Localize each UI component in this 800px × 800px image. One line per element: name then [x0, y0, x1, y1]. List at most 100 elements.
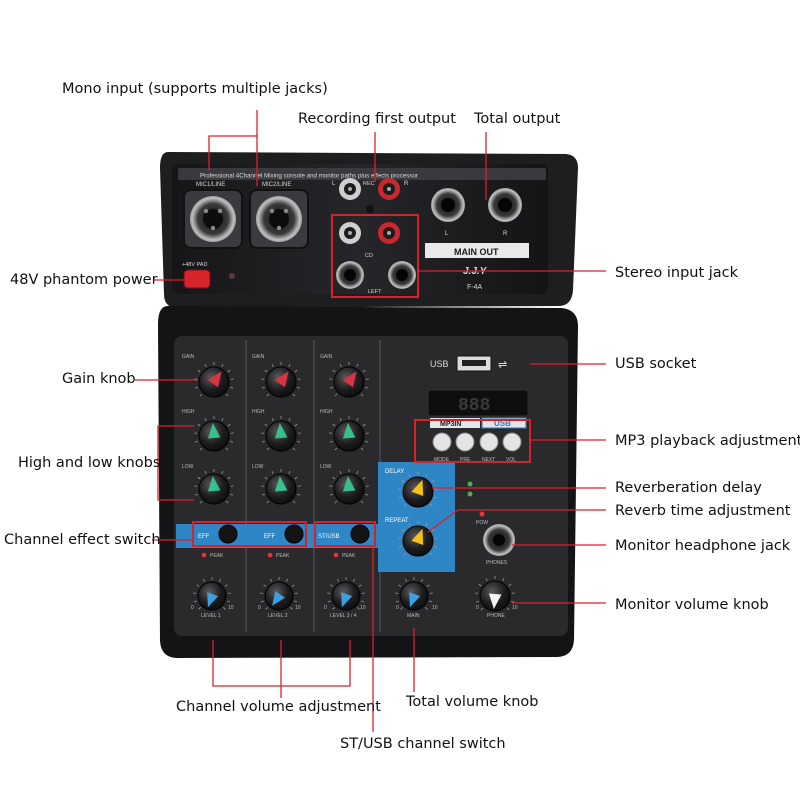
phantom-led: [229, 273, 235, 279]
main-volume-knob[interactable]: [395, 577, 433, 611]
label-reverb-time: Reverb time adjustment: [615, 503, 791, 519]
ch1-low-knob[interactable]: [194, 469, 234, 505]
power-led: [479, 511, 485, 517]
display-digits: 888: [458, 396, 490, 416]
svg-text:0: 0: [258, 605, 261, 611]
main-out-plate: [425, 243, 529, 258]
eff-label-2: EFF: [264, 534, 276, 540]
mp3-mode-button[interactable]: [432, 432, 452, 452]
rec-rca-jacks[interactable]: [339, 178, 400, 200]
label-channel-volume: Channel volume adjustment: [176, 699, 381, 715]
rear-header-strip: [178, 168, 546, 180]
ch1-high-knob[interactable]: [194, 416, 234, 452]
peak-label-2: PEAK: [276, 553, 290, 559]
peak-label-3: PEAK: [342, 553, 356, 559]
rec-label: REC: [363, 181, 375, 187]
ch2-level-knob[interactable]: [260, 577, 298, 611]
level2-label: LEVEL 2: [268, 613, 288, 619]
label-usb-socket: USB socket: [615, 356, 697, 372]
rca-r-label-top: R: [404, 181, 409, 187]
main-out-r-label: R: [503, 231, 508, 237]
mp3-btn-label-pre: PRE: [460, 457, 471, 463]
mp3-button-row: [432, 432, 522, 452]
label-phantom-power: 48V phantom power: [10, 272, 158, 288]
st-usb-callout-box: [314, 521, 376, 547]
mp3-prev-button[interactable]: [455, 432, 475, 452]
callout-boxes: [192, 214, 531, 547]
ch3-low-label: LOW: [320, 464, 332, 470]
usb-symbol-icon: ⇌: [498, 359, 507, 371]
mp3-vol-button[interactable]: [502, 432, 522, 452]
knob-layer: [193, 362, 515, 612]
repeat-label: REPEAT: [385, 518, 409, 524]
effect-led: [467, 491, 473, 497]
headphone-jack[interactable]: [483, 524, 515, 556]
mp3in-text: MP3IN: [440, 421, 461, 428]
effect-led: [467, 481, 473, 487]
ch2-low-label: LOW: [252, 464, 264, 470]
rca-l-label-top: L: [332, 181, 336, 187]
ch1-gain-label: GAIN: [182, 354, 195, 360]
ch3-low-knob[interactable]: [329, 469, 369, 505]
pow-label: POW: [476, 520, 488, 526]
phone-label: PHONE: [487, 613, 505, 619]
ch1-effect-switch[interactable]: [218, 524, 238, 544]
main-out-l-label: L: [445, 231, 449, 237]
ch2-gain-knob[interactable]: [261, 362, 301, 398]
effect-band-left: [176, 524, 378, 548]
ch3-gain-knob[interactable]: [329, 362, 369, 398]
rca-divider-dot: [366, 205, 374, 213]
phantom-label: +48V PAD: [182, 262, 207, 268]
effect-switch-callout-box: [192, 521, 307, 547]
ch3-high-label: HIGH: [320, 409, 333, 415]
label-recording-first-output: Recording first output: [298, 111, 456, 127]
label-st-usb-switch: ST/USB channel switch: [340, 736, 506, 752]
ch3-high-knob[interactable]: [329, 416, 369, 452]
label-monitor-headphone-jack: Monitor headphone jack: [615, 538, 791, 554]
main-out-jacks[interactable]: [431, 188, 522, 222]
ch1-high-label: HIGH: [182, 409, 195, 415]
st-usb-label: ST/USB: [318, 534, 340, 540]
svg-text:0: 0: [324, 605, 327, 611]
mic2-combo-jack[interactable]: [249, 189, 309, 249]
st-usb-switch[interactable]: [350, 524, 370, 544]
mp3-btn-label-mode: MODE: [434, 457, 450, 463]
header-text: Professional 4Channel Mixing console and…: [200, 173, 418, 180]
model-label: F-4A: [467, 284, 483, 291]
mp3-next-button[interactable]: [479, 432, 499, 452]
stereo-input-jacks[interactable]: [336, 261, 416, 289]
stereo-input-callout-box: [331, 214, 419, 298]
ch1-gain-knob[interactable]: [194, 362, 234, 398]
usb-badge-text: USB: [494, 419, 511, 428]
peak-label-1: PEAK: [210, 553, 224, 559]
ch1-level-knob[interactable]: [193, 577, 231, 611]
ch2-effect-switch[interactable]: [284, 524, 304, 544]
usb-label: USB: [430, 359, 449, 369]
svg-text:10: 10: [360, 605, 366, 611]
phantom-power-button[interactable]: [183, 269, 211, 289]
ch2-high-label: HIGH: [252, 409, 265, 415]
label-total-volume-knob: Total volume knob: [406, 694, 539, 710]
main-label: MAIN: [407, 613, 420, 619]
ch2-low-knob[interactable]: [261, 469, 301, 505]
cd-rca-jacks[interactable]: [339, 222, 400, 244]
phone-volume-knob[interactable]: [475, 576, 515, 612]
cd-label: CD: [365, 253, 373, 259]
usb-badge: [481, 417, 527, 429]
mp3-btn-label-next: NEXT: [482, 457, 495, 463]
ch34-level-knob[interactable]: [327, 577, 365, 611]
ch2-high-knob[interactable]: [261, 416, 301, 452]
left-label: LEFT: [368, 289, 382, 295]
label-monitor-volume-knob: Monitor volume knob: [615, 597, 769, 613]
mic2-label: MIC2/LINE: [262, 182, 291, 188]
ch3-gain-label: GAIN: [320, 354, 333, 360]
mic1-combo-jack[interactable]: [183, 189, 243, 249]
reverb-delay-knob[interactable]: [398, 472, 438, 508]
mp3-display: [427, 389, 529, 417]
reverb-time-knob[interactable]: [398, 521, 438, 557]
mp3-btn-label-vol: VOL: [506, 457, 516, 463]
main-out-label: MAIN OUT: [454, 247, 499, 257]
delay-label: DELAY: [385, 469, 404, 475]
